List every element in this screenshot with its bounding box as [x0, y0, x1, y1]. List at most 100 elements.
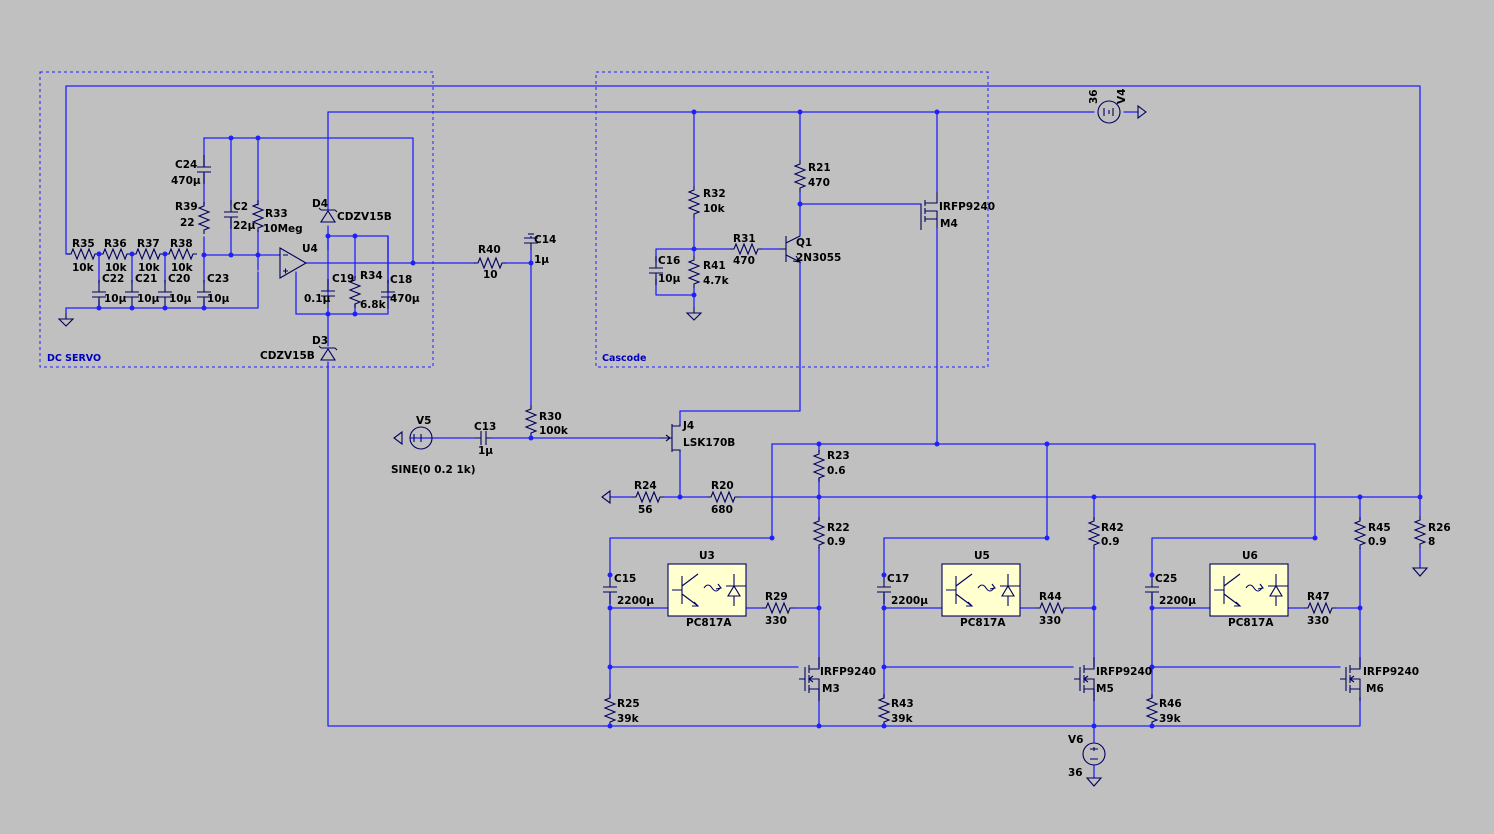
label-C22: C22 [102, 273, 124, 285]
resistor-R31[interactable] [729, 243, 763, 255]
ground-1 [58, 312, 74, 327]
value-R26: 8 [1428, 536, 1435, 548]
label-D4: D4 [312, 198, 328, 210]
value-C25: 2200µ [1159, 595, 1196, 607]
optocoupler-U5[interactable] [941, 563, 1021, 617]
zener-D4[interactable] [318, 207, 338, 223]
value-R40: 10 [483, 269, 498, 281]
value-M6: IRFP9240 [1363, 666, 1419, 678]
mosfet-M3[interactable] [798, 656, 820, 702]
label-R46: R46 [1159, 698, 1182, 710]
value-C15: 2200µ [617, 595, 654, 607]
resistor-R44[interactable] [1035, 602, 1069, 614]
resistor-R26[interactable] [1414, 515, 1426, 549]
label-V6: V6 [1068, 734, 1083, 746]
label-C23: C23 [207, 273, 229, 285]
resistor-R47[interactable] [1303, 602, 1337, 614]
label-R24: R24 [634, 480, 657, 492]
label-R30: R30 [539, 411, 562, 423]
label-R37: R37 [137, 238, 160, 250]
label-C18: C18 [390, 274, 412, 286]
label-R38: R38 [170, 238, 193, 250]
resistor-R43[interactable] [878, 693, 890, 727]
jfet-J4[interactable] [660, 424, 681, 452]
capacitor-C13[interactable] [475, 431, 492, 445]
value-C13: 1µ [478, 445, 493, 457]
voltage-source-V4[interactable] [1097, 100, 1147, 124]
dc-servo-title: DC SERVO [47, 353, 101, 364]
value-C14: 1µ [534, 254, 549, 266]
resistor-R32[interactable] [688, 185, 700, 219]
resistor-R23[interactable] [813, 449, 825, 483]
value-U3: PC817A [686, 617, 732, 629]
resistor-R46[interactable] [1146, 693, 1158, 727]
dc-servo-box [39, 71, 434, 368]
opamp-U4[interactable] [279, 247, 308, 279]
optocoupler-U6[interactable] [1209, 563, 1289, 617]
value-R30: 100k [539, 425, 569, 437]
resistor-R39[interactable] [198, 201, 210, 235]
label-U3: U3 [699, 550, 715, 562]
label-C2: C2 [233, 201, 248, 213]
label-C15: C15 [614, 573, 636, 585]
label-V5: V5 [416, 415, 431, 427]
value-C18: 470µ [390, 293, 420, 305]
value-R34: 6.8k [360, 299, 387, 311]
label-R25: R25 [617, 698, 640, 710]
label-R22: R22 [827, 522, 850, 534]
resistor-R45[interactable] [1354, 516, 1366, 550]
resistor-R30[interactable] [525, 404, 537, 438]
label-R33: R33 [265, 208, 288, 220]
transistor-Q1[interactable] [780, 235, 802, 263]
ground-2 [686, 306, 702, 321]
value-C22: 10µ [104, 293, 127, 305]
label-R41: R41 [703, 260, 726, 272]
resistor-R40[interactable] [473, 257, 507, 269]
label-C21: C21 [135, 273, 157, 285]
label-R20: R20 [711, 480, 734, 492]
value-R43: 39k [891, 713, 914, 725]
label-C14: C14 [534, 234, 556, 246]
resistor-R21[interactable] [794, 159, 806, 193]
resistor-R35[interactable] [66, 248, 100, 260]
label-U6: U6 [1242, 550, 1258, 562]
resistor-R25[interactable] [604, 693, 616, 727]
capacitor-C14[interactable] [524, 233, 538, 250]
label-U5: U5 [974, 550, 990, 562]
resistor-R29[interactable] [761, 602, 795, 614]
mosfet-M6[interactable] [1339, 656, 1361, 702]
label-R36: R36 [104, 238, 127, 250]
resistor-R41[interactable] [688, 255, 700, 289]
voltage-source-V6[interactable] [1082, 742, 1106, 787]
mosfet-M5[interactable] [1073, 656, 1095, 702]
resistor-R20[interactable] [706, 491, 740, 503]
label-C16: C16 [658, 255, 680, 267]
resistor-R24[interactable] [631, 491, 665, 503]
resistor-R42[interactable] [1088, 516, 1100, 550]
label-R32: R32 [703, 188, 726, 200]
value-R39: 22 [180, 217, 195, 229]
value-R20: 680 [711, 504, 733, 516]
label-R39: R39 [175, 201, 198, 213]
label-D3: D3 [312, 335, 328, 347]
value-C17: 2200µ [891, 595, 928, 607]
value-C23: 10µ [207, 293, 230, 305]
resistor-R22[interactable] [813, 516, 825, 550]
resistor-R36[interactable] [98, 248, 132, 260]
label-R29: R29 [765, 591, 788, 603]
value-M4: IRFP9240 [939, 201, 995, 213]
zener-D3[interactable] [318, 345, 338, 361]
value-R42: 0.9 [1101, 536, 1120, 548]
label-R31: R31 [733, 233, 756, 245]
label-Q1: Q1 [796, 237, 812, 249]
voltage-source-V5[interactable] [393, 426, 433, 450]
resistor-R37[interactable] [131, 248, 165, 260]
label-V4: V4 [1116, 89, 1128, 104]
optocoupler-U3[interactable] [667, 563, 747, 617]
value-R25: 39k [617, 713, 640, 725]
value-R22: 0.9 [827, 536, 846, 548]
label-C25: C25 [1155, 573, 1177, 585]
resistor-R38[interactable] [164, 248, 198, 260]
mosfet-M4[interactable] [920, 192, 938, 230]
